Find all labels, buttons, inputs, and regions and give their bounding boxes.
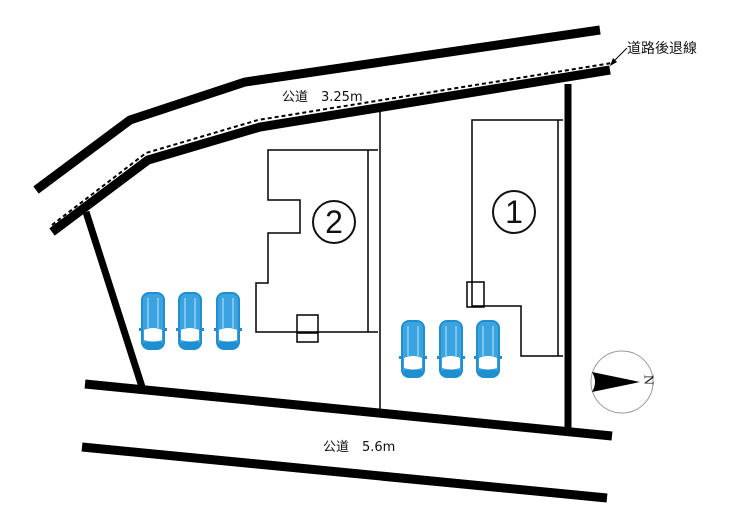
building-2-entrance bbox=[296, 314, 319, 343]
lot-boundary-left bbox=[82, 210, 147, 392]
car-icon bbox=[175, 291, 205, 351]
road-top-inner-edge bbox=[49, 65, 611, 236]
road-bottom-inner-edge bbox=[84, 379, 613, 441]
lot-2-number: 2 bbox=[312, 200, 356, 244]
road-setback-line bbox=[51, 62, 613, 226]
road-bottom-outer-edge bbox=[81, 442, 608, 503]
building-2-outline bbox=[255, 149, 378, 333]
road-bottom-label: 公道 5.6m bbox=[323, 440, 396, 455]
car-icon bbox=[473, 319, 503, 379]
lot-2-number-text: 2 bbox=[325, 204, 343, 240]
parking-lot-2 bbox=[138, 291, 243, 351]
car-icon bbox=[398, 319, 428, 379]
lot-1-number-text: 1 bbox=[505, 194, 523, 230]
building-1-entrance bbox=[466, 281, 485, 308]
building-1-outline bbox=[471, 119, 563, 357]
car-icon bbox=[213, 291, 243, 351]
setback-pointer-arrowhead bbox=[610, 58, 617, 66]
setback-line-label: 道路後退線 bbox=[627, 41, 697, 57]
road-top-outer-edge bbox=[33, 25, 601, 194]
compass-icon bbox=[590, 350, 654, 414]
lot-1-number: 1 bbox=[492, 190, 536, 234]
parking-lot-1 bbox=[398, 319, 503, 379]
car-icon bbox=[138, 291, 168, 351]
compass-north-label: N bbox=[641, 374, 656, 386]
road-top-label: 公道 3.25m bbox=[282, 90, 363, 105]
car-icon bbox=[436, 319, 466, 379]
